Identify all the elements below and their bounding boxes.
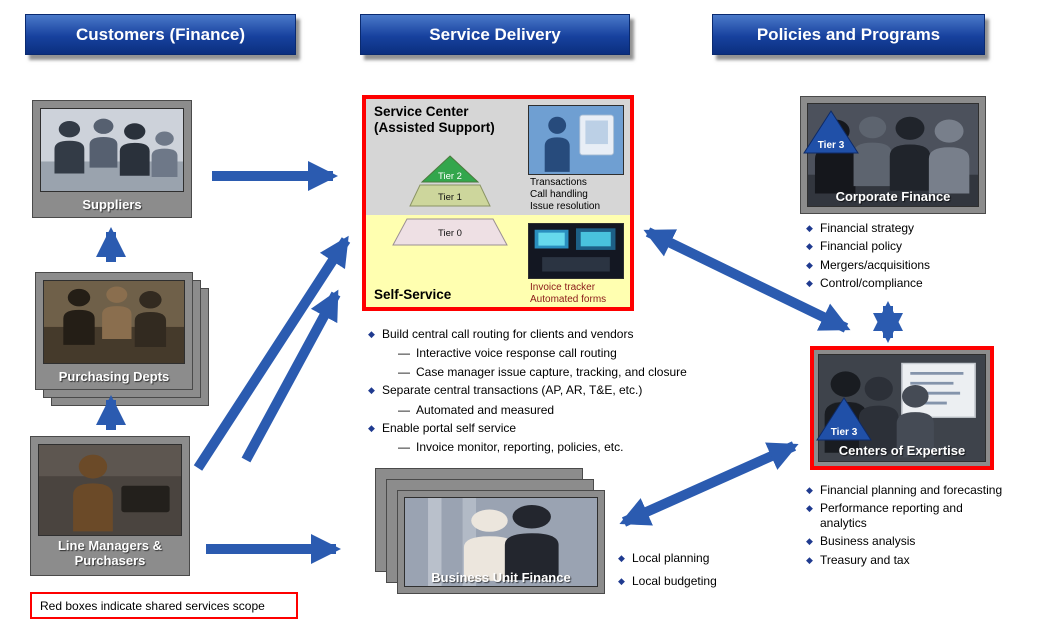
header-policies-label: Policies and Programs (756, 24, 941, 44)
bullet-item: Business analysis (806, 534, 1006, 548)
centers-of-expertise-bullets: Financial planning and forecasting Perfo… (806, 483, 1006, 571)
bullet-item: Interactive voice response call routing (398, 346, 720, 360)
bullet-item: Financial policy (806, 239, 1004, 253)
header-customers-label: Customers (Finance) (75, 24, 246, 44)
purchasing-depts-stack: Purchasing Depts (35, 272, 211, 408)
service-center-title-line2: (Assisted Support) (374, 120, 495, 136)
header-service-delivery: Service Delivery (360, 14, 630, 55)
bullet-item: Mergers/acquisitions (806, 258, 1004, 272)
diamond-bullet-icon (618, 574, 632, 587)
self-service-photo (528, 223, 624, 279)
bullet-marker-icon (368, 421, 382, 434)
corporate-finance-bullets: Financial strategy Financial policy Merg… (806, 221, 1004, 295)
tier-pyramid: Tier 2 Tier 1 Tier 0 (392, 155, 508, 246)
purchasing-depts-label: Purchasing Depts (58, 369, 170, 385)
bullet-item: Case manager issue capture, tracking, an… (398, 365, 720, 379)
caption-line: Issue resolution (530, 201, 601, 212)
diamond-bullet-icon (806, 501, 820, 514)
bullet-item: Local budgeting (618, 574, 758, 588)
bullet-marker-icon (368, 383, 382, 396)
service-center-box: Service Center (Assisted Support) Transa… (362, 95, 634, 311)
diamond-bullet-icon (618, 551, 632, 564)
bullet-marker-icon (398, 440, 416, 454)
bullet-item: Financial planning and forecasting (806, 483, 1006, 497)
corporate-finance-label: Corporate Finance (835, 189, 951, 205)
business-unit-finance-label: Business Unit Finance (431, 570, 571, 586)
service-center-title: Service Center (Assisted Support) (374, 104, 495, 136)
arrow-linemanagers-to-service-center (193, 235, 351, 471)
tier1-label: Tier 1 (438, 192, 462, 203)
service-center-title-line1: Service Center (374, 104, 469, 119)
tier3-label: Tier 3 (831, 427, 858, 438)
service-delivery-bullets: Build central call routing for clients a… (368, 327, 720, 459)
bullet-marker-icon (398, 403, 416, 417)
bullet-marker-icon (368, 327, 382, 340)
bullet-item: Local planning (618, 551, 758, 565)
bullet-marker-icon (398, 346, 416, 360)
line-managers-box: Line Managers & Purchasers (30, 436, 190, 576)
diamond-bullet-icon (806, 221, 820, 234)
bullet-marker-icon (398, 365, 416, 379)
tier3-label: Tier 3 (818, 140, 845, 151)
tier3-triangle-icon: Tier 3 (816, 397, 872, 441)
bullet-item: Enable portal self service (368, 421, 720, 435)
tier3-triangle-icon: Tier 3 (803, 110, 859, 154)
centers-of-expertise-label: Centers of Expertise (838, 443, 966, 459)
business-unit-finance-box: Business Unit Finance (397, 490, 605, 594)
self-service-label: Self-Service (374, 287, 452, 302)
header-service-delivery-label: Service Delivery (429, 24, 561, 44)
tier0-label: Tier 0 (438, 228, 462, 239)
suppliers-photo (40, 108, 184, 192)
scope-legend-text: Red boxes indicate shared services scope (40, 598, 265, 613)
tier2-shape (420, 155, 480, 183)
diamond-bullet-icon (806, 534, 820, 547)
bullet-item: Performance reporting and analytics (806, 501, 1006, 530)
assisted-support-photo (528, 105, 624, 175)
caption-line: Automated forms (530, 294, 607, 305)
tier1-shape (409, 184, 491, 207)
suppliers-box: Suppliers (32, 100, 192, 218)
line-managers-label: Line Managers & Purchasers (57, 538, 163, 569)
tier2-label: Tier 2 (438, 171, 462, 182)
diamond-bullet-icon (806, 483, 820, 496)
purchasing-depts-box: Purchasing Depts (35, 272, 193, 390)
bullet-item: Automated and measured (398, 403, 720, 417)
bullet-item: Treasury and tax (806, 553, 1006, 567)
purchasing-depts-photo (43, 280, 185, 364)
business-unit-bullets: Local planning Local budgeting (618, 551, 758, 598)
arrow-purchasing-to-self-service (241, 289, 341, 463)
centers-of-expertise-box: Tier 3 Centers of Expertise (810, 346, 994, 470)
diamond-bullet-icon (806, 553, 820, 566)
bullet-item: Control/compliance (806, 276, 1004, 290)
line-managers-photo (38, 444, 182, 536)
bullet-item: Financial strategy (806, 221, 1004, 235)
diamond-bullet-icon (806, 258, 820, 271)
diamond-bullet-icon (806, 276, 820, 289)
diamond-bullet-icon (806, 239, 820, 252)
bullet-item: Invoice monitor, reporting, policies, et… (398, 440, 720, 454)
caption-line: Call handling (530, 189, 588, 200)
corporate-finance-box: Tier 3 Corporate Finance (800, 96, 986, 214)
suppliers-label: Suppliers (82, 197, 142, 213)
caption-line: Transactions (530, 177, 587, 188)
tier0-shape (392, 218, 508, 246)
business-unit-finance-stack: Business Unit Finance (375, 468, 607, 596)
scope-legend: Red boxes indicate shared services scope (30, 592, 298, 619)
header-policies-programs: Policies and Programs (712, 14, 985, 55)
header-customers-finance: Customers (Finance) (25, 14, 296, 55)
bullet-item: Build central call routing for clients a… (368, 327, 720, 341)
bullet-item: Separate central transactions (AP, AR, T… (368, 383, 720, 397)
business-unit-finance-photo (404, 497, 598, 587)
caption-line: Invoice tracker (530, 282, 596, 293)
